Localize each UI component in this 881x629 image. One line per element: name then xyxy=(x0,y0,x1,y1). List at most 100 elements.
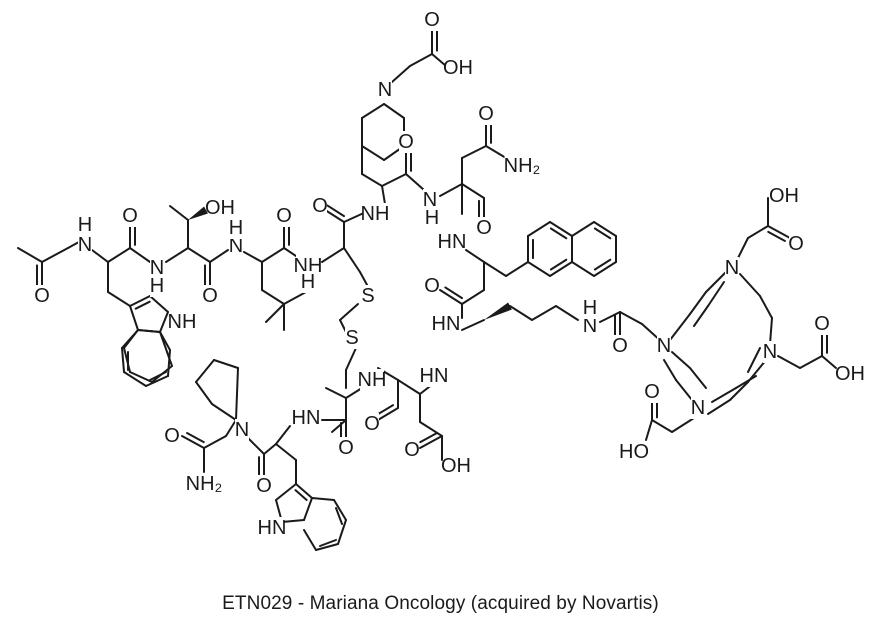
atom-label-o: O xyxy=(276,205,292,227)
bond xyxy=(431,53,447,67)
bond xyxy=(213,359,239,369)
svg-text:NH: NH xyxy=(361,203,390,225)
bond xyxy=(767,225,791,239)
bond xyxy=(361,173,383,187)
atom-label-oh: OH xyxy=(769,185,799,207)
bond xyxy=(187,247,211,263)
atom-label-oh: OH xyxy=(441,455,471,477)
bond xyxy=(165,247,189,263)
atom-label-o: O xyxy=(364,413,380,435)
svg-text:H: H xyxy=(150,275,164,297)
atom-label-ho: HO xyxy=(619,441,649,463)
bond xyxy=(243,251,263,263)
bond xyxy=(549,258,568,271)
bond xyxy=(705,269,729,293)
bond xyxy=(593,261,617,277)
bond xyxy=(339,303,359,321)
bond xyxy=(465,249,485,263)
bond xyxy=(759,295,773,319)
bond xyxy=(689,367,707,389)
atom-label-o: O xyxy=(404,439,420,461)
svg-text:O: O xyxy=(364,413,380,435)
svg-text:N: N xyxy=(378,79,392,101)
atom-label-o: O xyxy=(202,285,218,307)
bond xyxy=(593,221,617,237)
bond xyxy=(509,305,533,321)
svg-text:HN: HN xyxy=(432,313,461,335)
bond xyxy=(337,519,347,545)
svg-text:N: N xyxy=(235,419,249,441)
svg-text:N: N xyxy=(725,257,739,279)
atom-label-oh: OH xyxy=(443,57,473,79)
wedge-bond xyxy=(484,302,512,320)
bond xyxy=(335,507,343,525)
bond xyxy=(461,145,487,159)
atom-label-o: O xyxy=(424,9,440,31)
atom-label-nh: NH xyxy=(361,203,390,225)
bond xyxy=(319,539,337,547)
bond xyxy=(461,319,485,331)
bond xyxy=(361,103,385,119)
bond xyxy=(225,419,237,437)
bond xyxy=(439,289,463,305)
svg-text:NH₂: NH₂ xyxy=(504,155,541,177)
bond xyxy=(419,435,443,449)
bond xyxy=(41,247,69,263)
bond xyxy=(145,375,169,387)
bond xyxy=(419,432,438,444)
svg-text:NH₂: NH₂ xyxy=(186,473,223,495)
bond xyxy=(275,483,297,501)
bond xyxy=(107,247,131,263)
atom-label-o: O xyxy=(814,313,830,335)
bond xyxy=(777,355,801,369)
bond xyxy=(325,387,347,399)
bond xyxy=(619,311,643,325)
bond xyxy=(121,329,139,349)
bond xyxy=(549,227,568,240)
bond xyxy=(137,329,161,333)
atom-label-nh: NH xyxy=(358,369,386,391)
atom-label-nh: NH xyxy=(168,311,197,333)
svg-text:NH: NH xyxy=(294,255,323,277)
bond xyxy=(263,443,277,455)
bond xyxy=(527,261,551,277)
bond xyxy=(333,499,347,521)
atom-label-s: S xyxy=(361,285,375,307)
svg-text:N: N xyxy=(691,397,705,419)
atom-label-h: H xyxy=(78,214,92,236)
bond xyxy=(531,305,557,321)
atom-label-n: N xyxy=(423,189,437,211)
atom-label-o: O xyxy=(256,475,272,497)
svg-text:H: H xyxy=(425,207,439,229)
bond xyxy=(405,173,425,191)
svg-text:O: O xyxy=(398,131,414,153)
bond xyxy=(247,437,265,455)
svg-text:H: H xyxy=(78,214,92,236)
svg-text:N: N xyxy=(150,257,164,279)
bond xyxy=(159,311,169,333)
bond xyxy=(134,300,151,310)
bond xyxy=(707,399,731,415)
bond xyxy=(295,483,313,499)
bond xyxy=(303,529,317,551)
bond xyxy=(203,435,227,449)
bond xyxy=(343,247,361,273)
svg-text:NH: NH xyxy=(168,311,197,333)
bond xyxy=(671,417,695,433)
bond xyxy=(107,291,131,307)
bond xyxy=(209,249,229,263)
bond xyxy=(571,261,595,277)
bond xyxy=(739,273,761,297)
bond xyxy=(707,281,725,307)
atom-label-n: N xyxy=(78,234,92,256)
atom-label-o: O xyxy=(612,335,628,357)
atom-label-n: N xyxy=(229,235,243,257)
svg-text:O: O xyxy=(122,205,138,227)
svg-text:OH: OH xyxy=(443,57,473,79)
svg-text:O: O xyxy=(612,335,628,357)
atom-label-oh: OH xyxy=(205,197,235,219)
bond xyxy=(195,381,213,405)
atom-label-o: O xyxy=(122,205,138,227)
bond xyxy=(444,286,464,300)
